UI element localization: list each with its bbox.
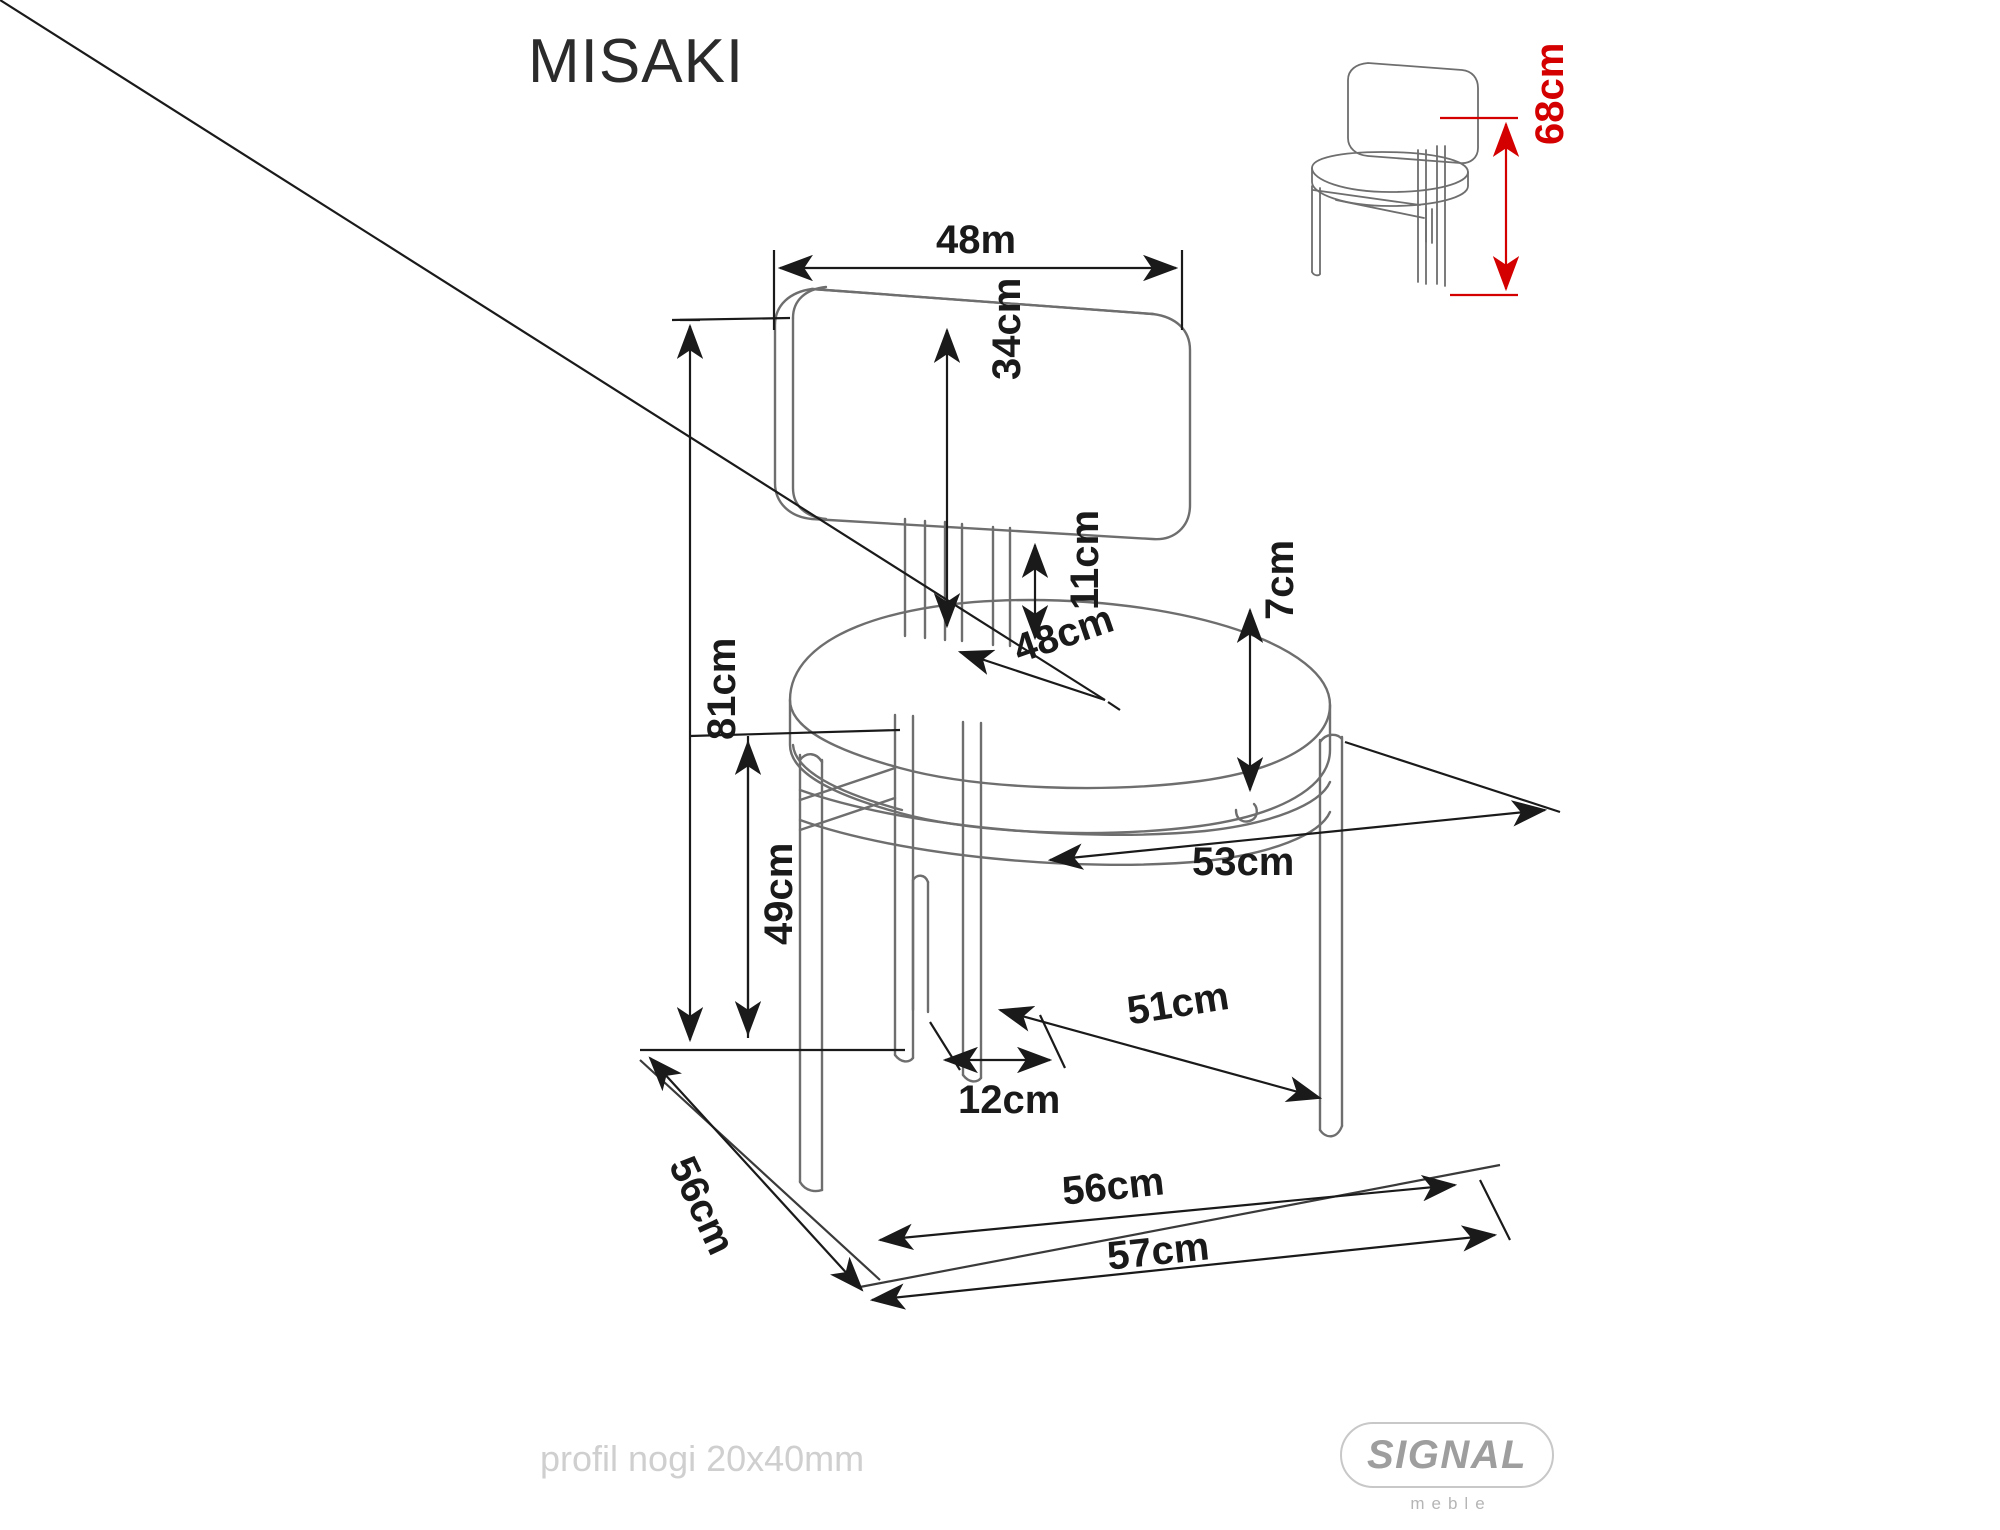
dim-overall-depth: 53cm	[1192, 840, 1295, 884]
dim-backrest-height: 34cm	[985, 277, 1029, 380]
dim-total-height: 81cm	[700, 637, 744, 740]
leg-profile-note: profil nogi 20x40mm	[540, 1438, 865, 1479]
logo-oval-shape: SIGNAL	[1340, 1422, 1554, 1488]
dim-backrest-gap: 11cm	[1063, 509, 1107, 610]
dim-seat-height: 49cm	[757, 842, 801, 945]
logo-tagline: meble	[1410, 1494, 1492, 1513]
dim-leg-profile-width: 12cm	[958, 1078, 1061, 1122]
page-title: MISAKI	[528, 27, 745, 96]
dim-seat-thickness: 7cm	[1258, 539, 1302, 620]
logo-wordmark: SIGNAL	[1366, 1432, 1528, 1477]
inset-dimension-68cm	[1440, 116, 1520, 297]
inset-side-view-art	[1311, 62, 1479, 287]
dim-backrest-width: 48m	[936, 218, 1017, 262]
brand-logo: SIGNAL meble	[1340, 1422, 1554, 1514]
dimension-lines	[0, 0, 1561, 1310]
dim-side-view-height: 68cm	[1528, 42, 1572, 145]
